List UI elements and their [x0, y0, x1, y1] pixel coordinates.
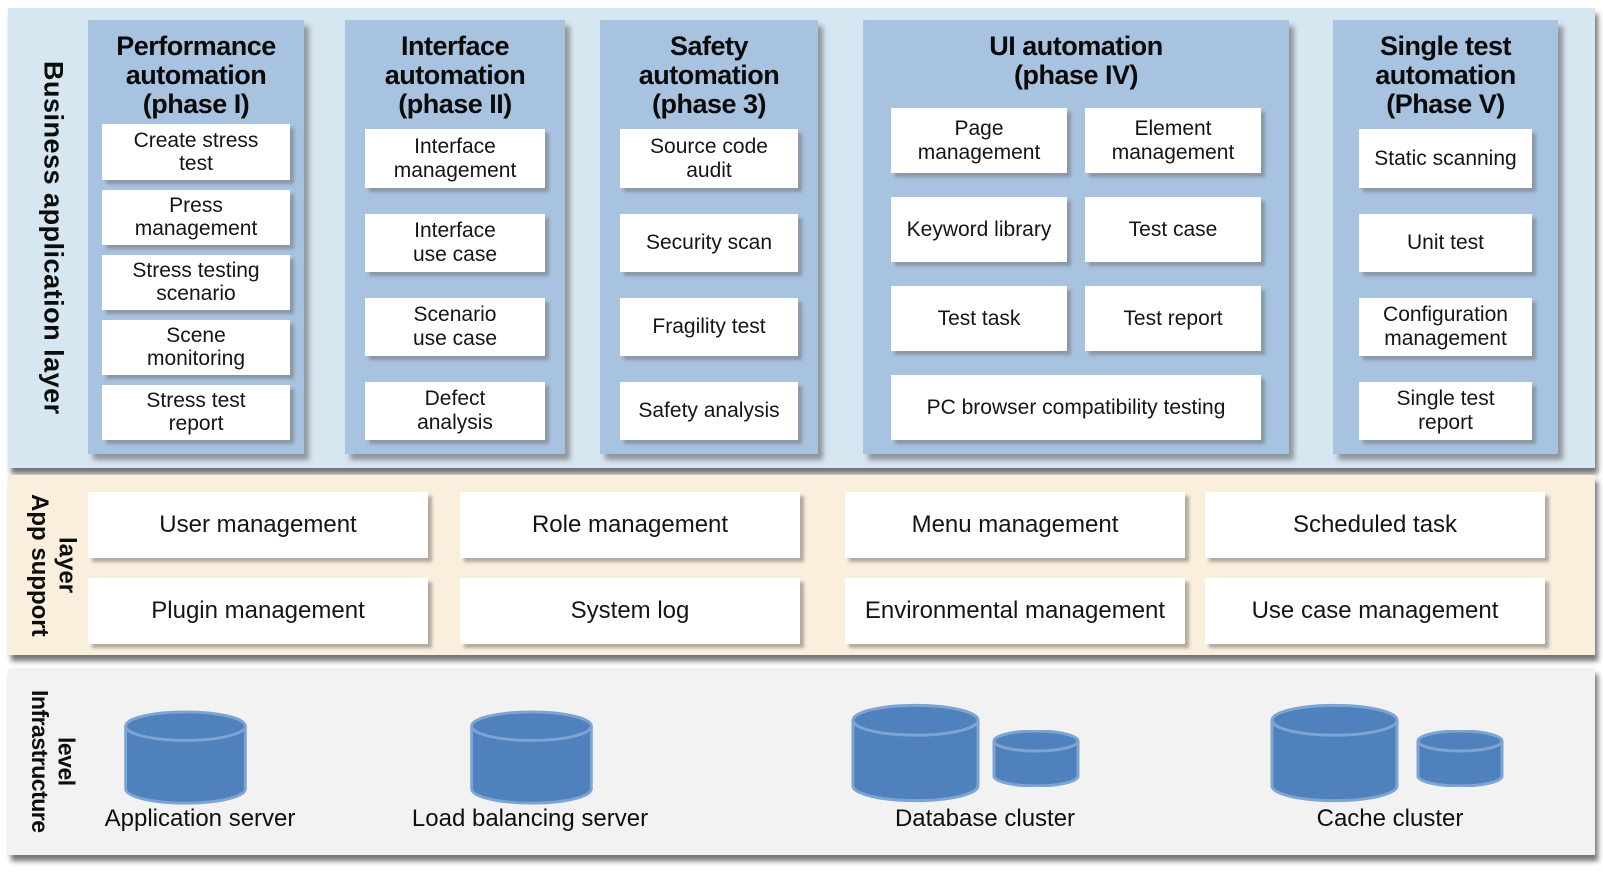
infra-item-label: Database cluster [894, 805, 1076, 832]
support-box: System log [460, 578, 800, 644]
support-box: Environmental management [845, 578, 1185, 644]
module-box: Element management [1085, 108, 1261, 174]
column-safety-automation: Safety automation (phase 3) Source code … [600, 20, 818, 454]
module-box: Test task [891, 286, 1067, 352]
module-box: Unit test [1359, 213, 1532, 272]
module-box: Page management [891, 108, 1067, 174]
module-box: Source code audit [620, 129, 798, 188]
app-support-layer-label: App support layer [26, 493, 81, 637]
infrastructure-level: Infrastructure level Application server … [8, 668, 1595, 855]
column-performance-automation: Performance automation (phase I) Create … [88, 20, 304, 454]
module-box: Safety analysis [620, 381, 798, 441]
column-ui-automation: UI automation (phase IV) Page management… [863, 20, 1289, 454]
column-title: Single test automation (Phase V) [1375, 31, 1516, 120]
support-box: User management [88, 492, 428, 558]
support-box: Use case management [1205, 578, 1545, 644]
module-box: Single test report [1359, 381, 1532, 441]
column-title: Interface automation (phase II) [384, 31, 526, 120]
app-support-layer: App support layer User management Role m… [8, 475, 1595, 655]
infrastructure-layer-label: Infrastructure level [27, 690, 80, 833]
module-box: Scene monitoring [102, 319, 290, 375]
column-single-test-automation: Single test automation (Phase V) Static … [1333, 20, 1558, 454]
support-box: Role management [460, 492, 800, 558]
module-box: Keyword library [891, 197, 1067, 263]
database-cylinder-icon [470, 710, 593, 805]
module-box: Test case [1085, 197, 1261, 263]
module-row: Test task Test report [891, 286, 1261, 352]
module-box: Create stress test [102, 124, 290, 180]
module-box: Static scanning [1359, 129, 1532, 188]
module-row: Keyword library Test case [891, 197, 1261, 263]
infra-item-label: Cache cluster [1316, 805, 1464, 832]
module-box: Scenario use case [365, 297, 545, 356]
database-cylinder-small-icon [1416, 730, 1504, 787]
module-box-wide: PC browser compatibility testing [891, 375, 1261, 440]
module-box: Defect analysis [365, 381, 545, 441]
module-box: Configuration management [1359, 297, 1532, 356]
column-interface-automation: Interface automation (phase II) Interfac… [345, 20, 565, 454]
column-title: UI automation (phase IV) [989, 31, 1163, 91]
business-layer-label: Business application layer [38, 61, 69, 415]
module-box: Test report [1085, 286, 1261, 352]
infra-item-label: Application server [104, 805, 296, 832]
column-title: Performance automation (phase I) [116, 31, 276, 120]
business-application-layer: Business application layer Performance a… [8, 8, 1595, 468]
module-box: Stress testing scenario [102, 254, 290, 310]
database-cylinder-icon [1270, 703, 1399, 803]
module-box: Press management [102, 189, 290, 245]
support-box: Menu management [845, 492, 1185, 558]
module-box: Security scan [620, 213, 798, 272]
module-row: PC browser compatibility testing [891, 375, 1261, 440]
database-cylinder-icon [124, 710, 247, 805]
module-box: Interface management [365, 129, 545, 188]
support-box: Scheduled task [1205, 492, 1545, 558]
column-title: Safety automation (phase 3) [638, 31, 780, 120]
infra-item-label: Load balancing server [411, 805, 649, 832]
database-cylinder-icon [851, 703, 980, 803]
module-box: Fragility test [620, 297, 798, 356]
module-box: Stress test report [102, 384, 290, 441]
database-cylinder-small-icon [992, 730, 1080, 787]
support-box: Plugin management [88, 578, 428, 644]
module-row: Page management Element management [891, 108, 1261, 174]
module-box: Interface use case [365, 213, 545, 272]
